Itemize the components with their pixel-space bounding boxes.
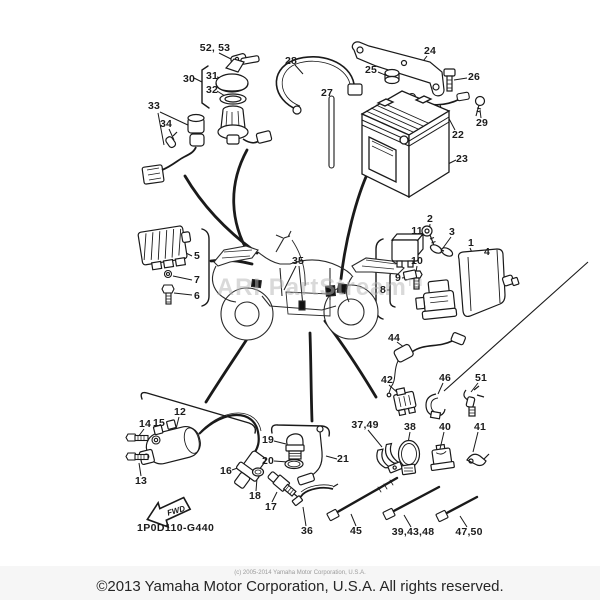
callout-21[interactable]: 21	[336, 453, 350, 465]
callout-52-53[interactable]: 52, 53	[199, 42, 231, 54]
aux-lead-line	[443, 261, 589, 392]
callout-8[interactable]: 8	[379, 284, 387, 296]
callout-24[interactable]: 24	[423, 45, 437, 57]
callout-6[interactable]: 6	[193, 290, 201, 302]
callout-18[interactable]: 18	[248, 490, 262, 502]
lead-wire-illustration	[291, 425, 339, 507]
callout-39-43-48[interactable]: 39,43,48	[391, 526, 435, 538]
callout-9[interactable]: 9	[394, 272, 402, 284]
battery-cable-illustration	[275, 56, 363, 115]
callout-17[interactable]: 17	[264, 501, 278, 513]
thermo-switch-illustration	[284, 433, 305, 470]
callout-40[interactable]: 40	[438, 421, 452, 433]
callout-5[interactable]: 5	[193, 250, 201, 262]
callout-42[interactable]: 42	[380, 374, 394, 386]
callout-19[interactable]: 19	[261, 434, 275, 446]
callout-3[interactable]: 3	[448, 226, 456, 238]
callout-41[interactable]: 41	[473, 421, 487, 433]
callout-31[interactable]: 31	[205, 70, 219, 82]
callout-25[interactable]: 25	[364, 64, 378, 76]
regulator-bolt-illustration	[161, 269, 175, 305]
callout-16[interactable]: 16	[219, 465, 233, 477]
callout-51[interactable]: 51	[474, 372, 488, 384]
callout-34[interactable]: 34	[159, 118, 173, 130]
callout-44[interactable]: 44	[387, 332, 401, 344]
callout-11[interactable]: 11	[411, 225, 423, 237]
callout-28[interactable]: 28	[284, 55, 298, 67]
callout-7[interactable]: 7	[193, 274, 201, 286]
clamp-illustrations-upper	[393, 385, 485, 420]
cable-tie-illustrations	[326, 476, 479, 522]
clamp-illustrations-lower	[376, 439, 490, 476]
callout-36[interactable]: 36	[300, 525, 314, 537]
group-brackets	[140, 65, 396, 437]
copyright-main: ©2013 Yamaha Motor Corporation, U.S.A. A…	[96, 578, 504, 595]
footer-strip	[0, 566, 600, 600]
battery-illustration	[360, 90, 451, 199]
callout-14[interactable]: 14	[138, 418, 152, 430]
main-switch-illustration	[215, 58, 273, 145]
callout-12[interactable]: 12	[173, 406, 187, 418]
callout-2[interactable]: 2	[426, 213, 434, 225]
callout-38[interactable]: 38	[403, 421, 417, 433]
sub-wire-illustration	[386, 332, 466, 398]
callout-4[interactable]: 4	[483, 246, 491, 258]
fwd-arrow: FWD	[146, 496, 192, 529]
breather-tube-illustration	[328, 95, 335, 169]
coil-bolts-illustration	[125, 433, 161, 461]
callout-27[interactable]: 27	[320, 87, 334, 99]
callout-29[interactable]: 29	[475, 117, 489, 129]
callout-35[interactable]: 35	[291, 255, 305, 267]
callout-23[interactable]: 23	[455, 153, 469, 165]
copyright-small: (c) 2005-2014 Yamaha Motor Corporation, …	[234, 570, 366, 576]
callout-33[interactable]: 33	[147, 100, 161, 112]
callout-15[interactable]: 15	[152, 417, 166, 429]
callout-45[interactable]: 45	[349, 525, 363, 537]
callout-22[interactable]: 22	[451, 129, 465, 141]
starter-relay-illustration	[402, 269, 458, 320]
cdi-unit-illustration	[421, 225, 520, 318]
callout-10[interactable]: 10	[410, 255, 424, 267]
callout-26[interactable]: 26	[467, 71, 481, 83]
callout-1[interactable]: 1	[467, 237, 475, 249]
regulator-illustration	[137, 225, 192, 271]
battery-bracket-illustration	[351, 41, 456, 97]
callout-46[interactable]: 46	[438, 372, 452, 384]
callout-30[interactable]: 30	[182, 73, 196, 85]
diagram-part-number: 1P0D110-G440	[137, 522, 215, 534]
relay-illustration	[390, 232, 425, 268]
atv-illustration	[211, 230, 405, 341]
callout-47-50[interactable]: 47,50	[455, 526, 483, 538]
callout-13[interactable]: 13	[134, 475, 148, 487]
wire-lead-illustration	[141, 113, 205, 185]
callout-32[interactable]: 32	[205, 84, 219, 96]
callout-20[interactable]: 20	[261, 455, 275, 467]
callout-37-49[interactable]: 37,49	[351, 419, 379, 431]
